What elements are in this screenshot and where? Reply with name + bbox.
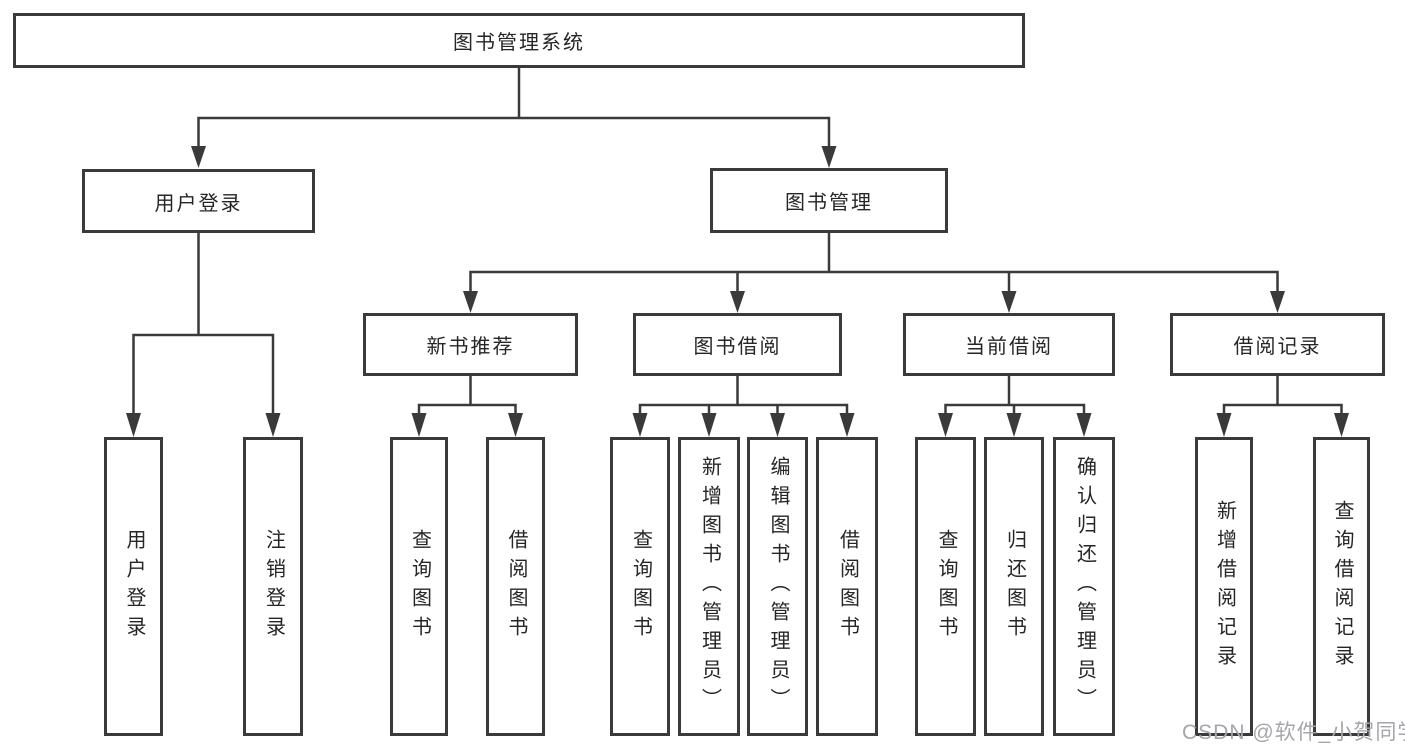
node-label: 用户登录 (154, 192, 243, 215)
node-label: 新书推荐 (426, 336, 515, 358)
leaf-logout-login: 注销登录 (243, 437, 303, 736)
leaf-label: 借阅图书 (836, 528, 859, 645)
leaf-label: 查询图书 (408, 528, 431, 645)
leaf-query-books-borrowing: 查询图书 (610, 437, 670, 736)
node-user-login: 用户登录 (82, 169, 315, 233)
leaf-label: 归还图书 (1003, 528, 1026, 645)
leaf-label: 查询图书 (629, 528, 652, 645)
leaf-label: 新增图书（管理员） (698, 456, 721, 717)
leaf-return-books: 归还图书 (984, 437, 1044, 736)
leaf-add-books-admin: 新增图书（管理员） (678, 437, 740, 736)
leaf-user-login: 用户登录 (104, 437, 163, 736)
node-label: 当前借阅 (965, 336, 1053, 358)
node-new-book-recommendation: 新书推荐 (363, 313, 578, 376)
leaf-label: 用户登录 (123, 528, 145, 645)
leaf-label: 注销登录 (262, 528, 285, 645)
node-label: 借阅记录 (1233, 336, 1322, 358)
leaf-label: 查询借阅记录 (1331, 499, 1353, 674)
leaf-label: 借阅图书 (505, 528, 527, 645)
leaf-label: 查询图书 (935, 528, 957, 645)
leaf-query-books-recommend: 查询图书 (390, 437, 448, 736)
leaf-borrow-books-borrowing: 借阅图书 (816, 437, 878, 736)
leaf-label: 确认归还（管理员） (1073, 456, 1096, 717)
leaf-query-borrow-record: 查询借阅记录 (1313, 437, 1370, 736)
leaf-confirm-return-admin: 确认归还（管理员） (1053, 437, 1115, 736)
arrowheads (126, 146, 1349, 437)
leaf-borrow-books-recommend: 借阅图书 (486, 437, 545, 736)
node-label: 图书管理系统 (453, 32, 585, 54)
leaf-edit-books-admin: 编辑图书（管理员） (747, 437, 808, 736)
node-book-borrowing: 图书借阅 (633, 313, 842, 376)
node-current-borrowing: 当前借阅 (903, 313, 1115, 376)
leaf-label: 编辑图书（管理员） (767, 456, 789, 717)
node-library-management-system: 图书管理系统 (13, 13, 1025, 68)
leaf-label: 新增借阅记录 (1213, 499, 1236, 674)
csdn-watermark: CSDN @软件_小贺同学 (1182, 721, 1405, 744)
leaf-add-borrow-record: 新增借阅记录 (1195, 437, 1253, 736)
node-label: 图书管理 (785, 192, 873, 214)
node-book-management: 图书管理 (710, 168, 948, 233)
node-label: 图书借阅 (693, 336, 782, 358)
node-borrowing-records: 借阅记录 (1170, 313, 1385, 376)
leaf-query-books-current: 查询图书 (915, 437, 976, 736)
